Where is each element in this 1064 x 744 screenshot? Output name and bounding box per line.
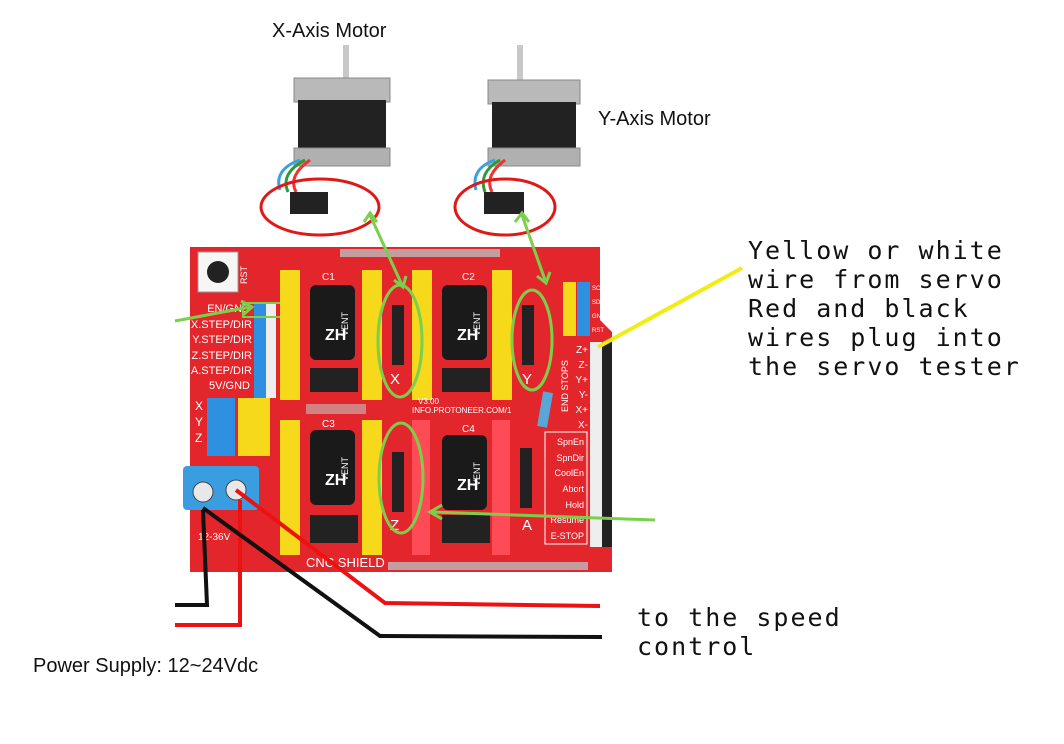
board-url: INFO.PROTONEER.COM/1 bbox=[412, 406, 512, 415]
control-pin-label: CoolEn bbox=[554, 468, 584, 478]
reset-label: RST bbox=[239, 265, 249, 284]
endstop-label: X- bbox=[578, 420, 588, 431]
capacitor-label: C1 bbox=[322, 272, 335, 283]
control-pin-label: Abort bbox=[562, 484, 584, 494]
x-connector-circle bbox=[259, 177, 381, 237]
y-axis-motor bbox=[473, 45, 581, 214]
control-pin-label: SpnDir bbox=[556, 453, 584, 463]
capacitor-brand: ZH bbox=[457, 477, 478, 494]
capacitor-label: C3 bbox=[322, 419, 335, 430]
servo-note-line: wire from servo bbox=[748, 265, 1004, 294]
driver-slot-label: A bbox=[522, 517, 532, 534]
endstop-label: Y+ bbox=[575, 375, 588, 386]
endstops-title: END STOPS bbox=[560, 360, 570, 412]
y-axis-motor-label: Y-Axis Motor bbox=[598, 108, 711, 130]
pin-label: A.STEP/DIR bbox=[191, 365, 252, 377]
speed-note-line: to the speed bbox=[637, 603, 842, 632]
control-pin-label: Hold bbox=[565, 500, 584, 510]
driver-slot-label: Y bbox=[522, 371, 532, 388]
axis-row-label: Z bbox=[195, 431, 202, 445]
pin-label: X.STEP/DIR bbox=[191, 319, 252, 331]
pin-label: Z.STEP/DIR bbox=[191, 350, 252, 362]
board-name: CNC SHIELD bbox=[306, 555, 385, 570]
power-terminal-block bbox=[183, 466, 259, 510]
axis-row-label: X bbox=[195, 399, 203, 413]
axis-row-label: Y bbox=[195, 415, 203, 429]
capacitor-sub-label: VENT bbox=[340, 456, 350, 481]
cnc-shield-board: RST EN/GND X.STEP/DIR Y.STEP/DIR Z.STEP/… bbox=[190, 247, 612, 572]
driver-slot-label: X bbox=[390, 371, 400, 388]
control-pin-label: Resume bbox=[550, 515, 584, 525]
pin-label: 5V/GND bbox=[209, 380, 250, 392]
board-version: V3.00 bbox=[418, 397, 439, 406]
reset-button bbox=[207, 261, 229, 283]
capacitor-sub-label: VENT bbox=[472, 461, 482, 486]
servo-signal-pointer bbox=[597, 266, 743, 349]
servo-note-line: Yellow or white bbox=[748, 236, 1004, 265]
capacitor-brand: ZH bbox=[457, 327, 478, 344]
i2c-pin-label: SCL bbox=[592, 286, 604, 292]
servo-note-line: Red and black bbox=[748, 294, 970, 323]
i2c-pin-label: GND bbox=[592, 314, 606, 320]
i2c-pin-label: SDA bbox=[592, 300, 604, 306]
capacitor-label: C4 bbox=[462, 424, 475, 435]
power-label: 12-36V bbox=[198, 532, 231, 543]
capacitors: C1 C2 C3 C4 ZH ZH ZH ZH VENT VENT VENT V… bbox=[310, 272, 487, 510]
i2c-pin-label: RST bbox=[592, 328, 604, 334]
capacitor-sub-label: VENT bbox=[340, 311, 350, 336]
x-axis-motor-label: X-Axis Motor bbox=[272, 20, 387, 42]
endstop-label: Z- bbox=[579, 360, 588, 371]
endstop-label: X+ bbox=[575, 405, 588, 416]
capacitor-label: C2 bbox=[462, 272, 475, 283]
x-axis-motor bbox=[277, 45, 391, 214]
control-pin-label: SpnEn bbox=[557, 437, 584, 447]
endstop-label: Y- bbox=[579, 390, 588, 401]
servo-note-line: wires plug into bbox=[748, 323, 1004, 352]
servo-note: Yellow or white wire from servo Red and … bbox=[748, 236, 1021, 381]
speed-note-line: control bbox=[637, 632, 757, 661]
speed-control-note: to the speed control bbox=[637, 603, 842, 661]
servo-note-line: the servo tester bbox=[748, 352, 1021, 381]
y-connector-circle bbox=[453, 177, 557, 237]
endstop-label: Z+ bbox=[576, 345, 588, 356]
capacitor-brand: ZH bbox=[325, 472, 346, 489]
wires bbox=[175, 488, 603, 639]
capacitor-sub-label: VENT bbox=[472, 311, 482, 336]
driver-slot-label: Z bbox=[390, 517, 399, 534]
green-annotations bbox=[174, 210, 656, 535]
power-supply-label: Power Supply: 12~24Vdc bbox=[33, 655, 259, 677]
control-pin-label: E-STOP bbox=[551, 531, 584, 541]
pin-label: Y.STEP/DIR bbox=[192, 334, 252, 346]
capacitor-brand: ZH bbox=[325, 327, 346, 344]
